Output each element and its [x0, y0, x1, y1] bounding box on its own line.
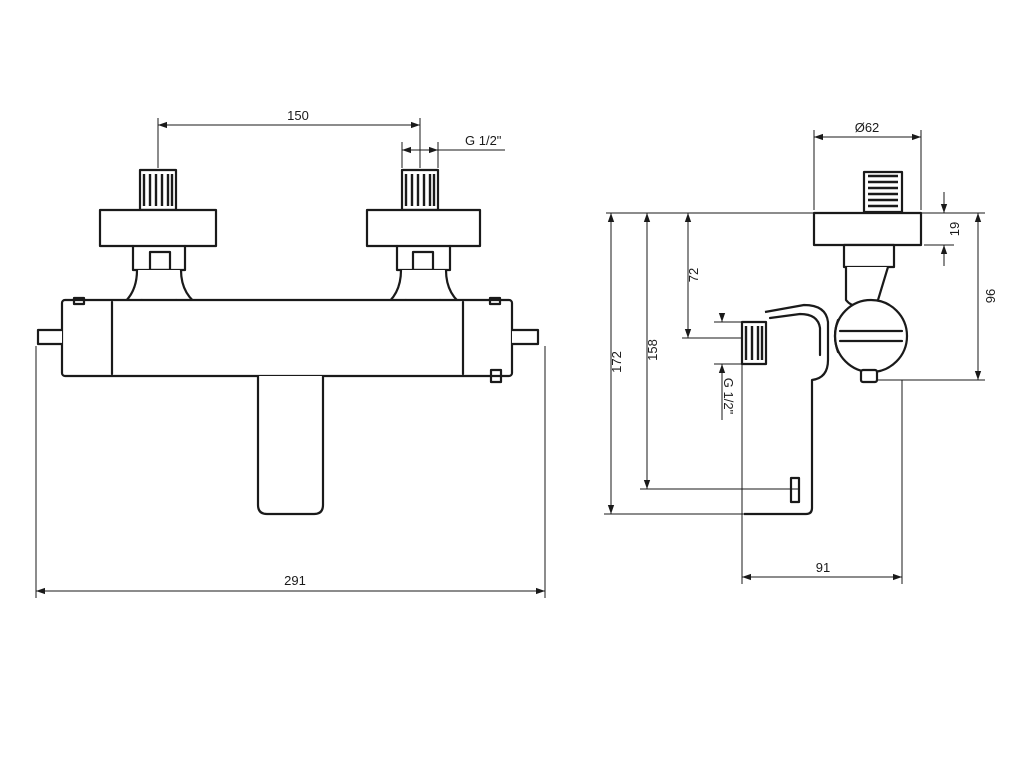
right-inlet-connector: [365, 168, 482, 310]
dim-label-158: 158: [645, 339, 660, 361]
dimension-flange-diameter: Ø62: [813, 120, 922, 210]
spout: [256, 376, 325, 516]
side-wall-flange: [812, 211, 923, 247]
side-body-profile: [740, 303, 830, 516]
dimension-flange-thickness: 19: [924, 192, 962, 266]
dimension-overall-width: 291: [35, 346, 546, 598]
dim-label-91: 91: [816, 560, 830, 575]
dimension-spout-height: 158: [640, 213, 800, 490]
right-control-stub: [512, 328, 540, 346]
dimension-total-height: 172: [604, 213, 744, 515]
side-inlet-connector: [812, 170, 923, 308]
dim-label-19: 19: [947, 222, 962, 236]
dimension-projection: 91: [741, 364, 903, 584]
side-handle: [833, 298, 909, 384]
dim-label-150: 150: [287, 108, 309, 123]
dimension-inlet-spacing: 150: [157, 108, 421, 168]
left-control-stub: [36, 328, 62, 346]
dimension-handle-axis: 96: [878, 212, 998, 381]
right-wall-flange: [365, 208, 482, 248]
left-inlet-connector: [98, 168, 218, 310]
dim-label-96: 96: [983, 289, 998, 303]
dimension-connection-thread: G 1/2": [401, 133, 505, 168]
dimension-inlet-to-axis: 72: [682, 213, 742, 339]
dim-label-o62: Ø62: [855, 120, 880, 135]
left-wall-flange: [98, 208, 218, 248]
dim-label-g12: G 1/2": [465, 133, 502, 148]
dimension-outlet-thread: G 1/2": [714, 313, 742, 420]
dim-label-172: 172: [609, 351, 624, 373]
mixer-body: [36, 296, 540, 384]
dim-label-72: 72: [686, 268, 701, 282]
dim-label-outlet-g12: G 1/2": [721, 378, 736, 415]
side-view: Ø62 19 96 72 158: [604, 120, 998, 584]
dim-label-291: 291: [284, 573, 306, 588]
front-view: 150 G 1/2" 291: [35, 108, 546, 598]
